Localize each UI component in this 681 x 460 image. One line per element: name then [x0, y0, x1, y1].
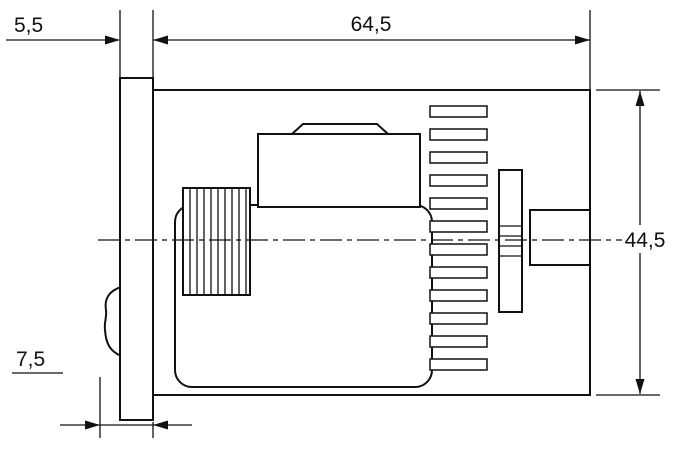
mounting-latch	[103, 285, 122, 358]
dim-bezel-depth: 5,5	[6, 10, 121, 77]
arrowhead-right	[105, 35, 120, 45]
dim-latch-offset: 7,5	[12, 348, 192, 438]
arrowhead-left	[153, 420, 168, 430]
front-bezel	[119, 77, 154, 421]
vertical-strip	[498, 169, 523, 313]
hatch-lines	[189, 188, 247, 295]
strip-segment-lines	[499, 225, 522, 257]
dim-body-depth: 64,5	[152, 10, 591, 89]
hatched-block	[182, 187, 251, 296]
dim-label-bezel-depth: 5,5	[14, 14, 43, 37]
upper-block-boss	[289, 123, 391, 135]
dim-label-body-depth: 64,5	[351, 13, 392, 36]
arrowhead-up	[635, 91, 645, 106]
arrowhead-right	[85, 420, 100, 430]
arrowhead-left	[153, 35, 168, 45]
dim-body-height: 44,5	[596, 89, 675, 396]
arrowhead-down	[635, 379, 645, 394]
dim-label-body-height: 44,5	[625, 229, 666, 252]
rear-connector-block	[529, 209, 591, 266]
arrowhead-right	[575, 35, 590, 45]
upper-internal-block	[257, 133, 421, 208]
vent-slot-column	[429, 105, 488, 371]
dim-label-latch-offset: 7,5	[16, 348, 45, 371]
label-background	[615, 225, 675, 253]
